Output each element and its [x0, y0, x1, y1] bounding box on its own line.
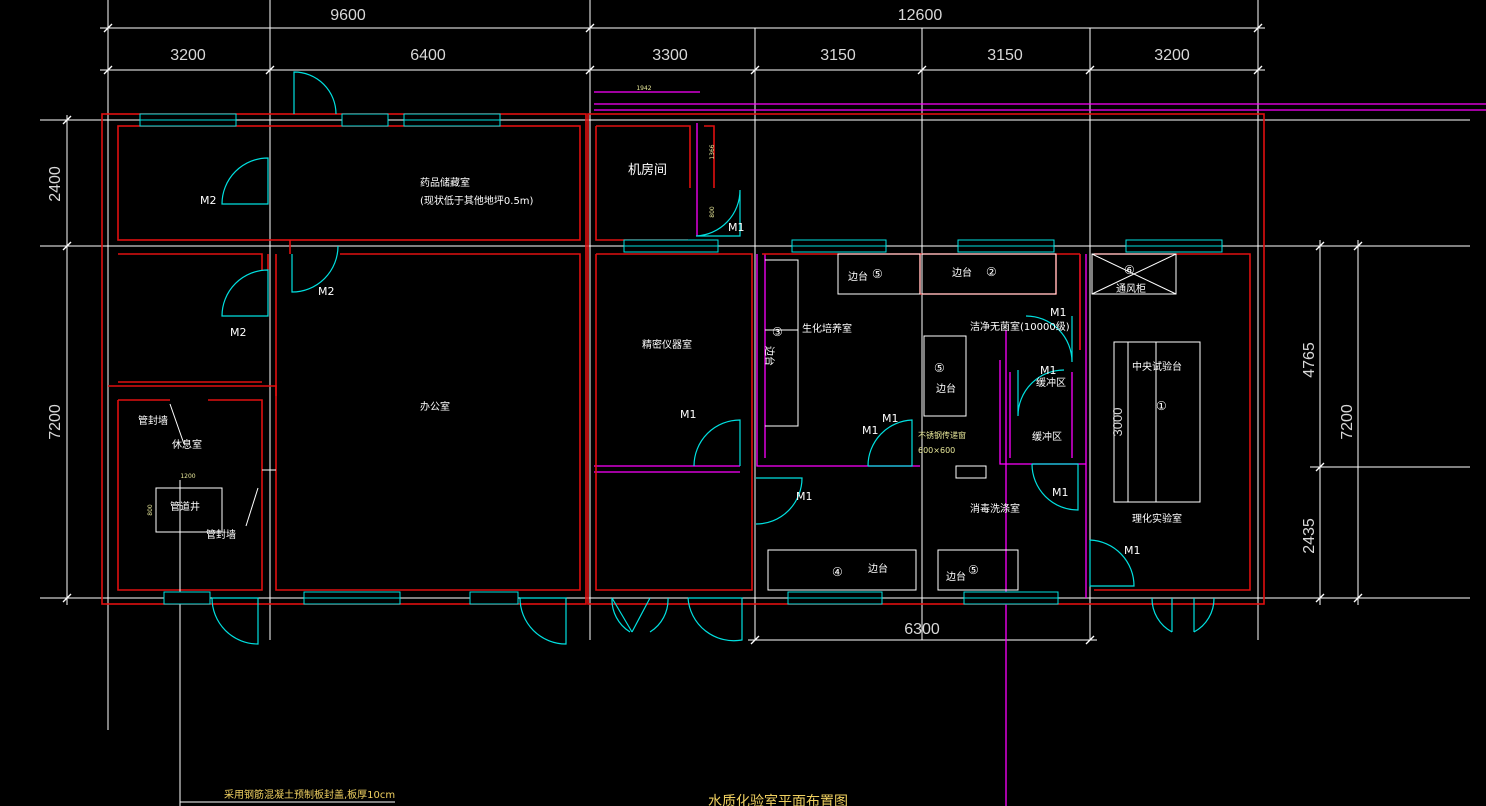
door-code-m2-b: M2: [318, 285, 335, 298]
drawing-title: 水质化验室平面布置图: [708, 793, 848, 806]
room-lounge: 休息室: [172, 438, 202, 451]
room-storage-note: (现状低于其他地坪0.5m): [420, 194, 534, 207]
dim-sub-1: 3200: [170, 47, 206, 64]
bench-5c-number: ⑤: [968, 563, 979, 577]
door-code-m2-c: M2: [230, 326, 247, 339]
dim-sub-6: 3200: [1154, 47, 1190, 64]
label-central-bench: 中央试验台: [1132, 360, 1182, 373]
dim-left-2: 7200: [47, 404, 64, 440]
dim-small-door-v2: 800: [709, 206, 716, 218]
benches: [155, 253, 1201, 806]
bench-3-label: 边台: [763, 346, 776, 366]
door-code-m2-a: M2: [200, 194, 217, 207]
room-machine: 机房间: [628, 162, 667, 178]
magenta-lines: [594, 91, 1486, 806]
note-floor-slab: 采用钢筋混凝土预制板封盖,板厚10cm: [224, 788, 395, 801]
dim-right-2: 2435: [1301, 518, 1318, 554]
dim-total-left: 9600: [330, 7, 366, 24]
door-code-m1-h: M1: [1052, 486, 1069, 499]
room-buffer-2: 缓冲区: [1032, 430, 1062, 443]
door-code-m1-c: M1: [862, 424, 879, 437]
bench-5c-label: 边台: [946, 570, 966, 583]
room-physchem: 理化实验室: [1132, 512, 1182, 525]
bench-2-label: 边台: [952, 266, 972, 279]
room-storage: 药品储藏室: [420, 176, 470, 189]
dim-right-3: 7200: [1339, 404, 1356, 440]
door-code-m1-i: M1: [1124, 544, 1141, 557]
bench-5b-number: ⑤: [934, 361, 945, 375]
label-pass-window: 不锈钢传递窗: [918, 430, 966, 440]
door-code-m1-g: M1: [1040, 364, 1057, 377]
door-code-m1-e: M1: [796, 490, 813, 503]
room-buffer-1: 缓冲区: [1036, 376, 1066, 389]
room-office: 办公室: [420, 400, 450, 413]
room-precision: 精密仪器室: [642, 338, 692, 351]
bench-1-number: ①: [1156, 399, 1167, 413]
dim-inner: 3000: [1110, 408, 1125, 437]
room-clean: 洁净无菌室(10000级): [970, 320, 1070, 333]
door-code-m1-d: M1: [882, 412, 899, 425]
dim-sub-3: 3300: [652, 47, 688, 64]
bench-5b-label: 边台: [936, 382, 956, 395]
dim-total-right: 12600: [898, 7, 943, 24]
dim-small-top-room: 1942: [636, 85, 651, 92]
room-wash: 消毒洗涤室: [970, 502, 1020, 515]
dimension-lines: [62, 23, 1363, 645]
dim-bottom: 6300: [904, 621, 940, 638]
dim-left-1: 2400: [47, 166, 64, 202]
bench-5a-number: ⑤: [872, 267, 883, 281]
room-shaft: 管道井: [170, 500, 200, 513]
label-pass-window-size: 600×600: [918, 446, 955, 455]
dim-small-door-v1: 1366: [709, 144, 716, 159]
bench-6-number: ⑥: [1124, 263, 1135, 277]
door-code-m1-b: M1: [680, 408, 697, 421]
doors: [211, 71, 1215, 645]
windows: [139, 113, 1223, 605]
axis-grid: [40, 0, 1470, 730]
bench-5a-label: 边台: [848, 270, 868, 283]
label-seal-1: 管封墙: [138, 414, 168, 427]
dim-sub-4: 3150: [820, 47, 856, 64]
room-culture: 生化培养室: [802, 322, 852, 335]
bench-4-number: ④: [832, 565, 843, 579]
bench-4-label: 边台: [868, 562, 888, 575]
dim-sub-2: 6400: [410, 47, 446, 64]
bench-2-number: ②: [986, 265, 997, 279]
bench-3-number: ③: [772, 325, 783, 339]
dim-sub-5: 3150: [987, 47, 1023, 64]
dim-small-shaft-h: 800: [147, 504, 154, 516]
label-exhaust-hood: 通风柜: [1116, 282, 1146, 295]
door-code-m1-f: M1: [1050, 306, 1067, 319]
dim-right-1: 4765: [1301, 342, 1318, 378]
door-code-m1-a: M1: [728, 221, 745, 234]
label-seal-2: 管封墙: [206, 528, 236, 541]
dim-small-shaft-w: 1200: [180, 473, 195, 480]
